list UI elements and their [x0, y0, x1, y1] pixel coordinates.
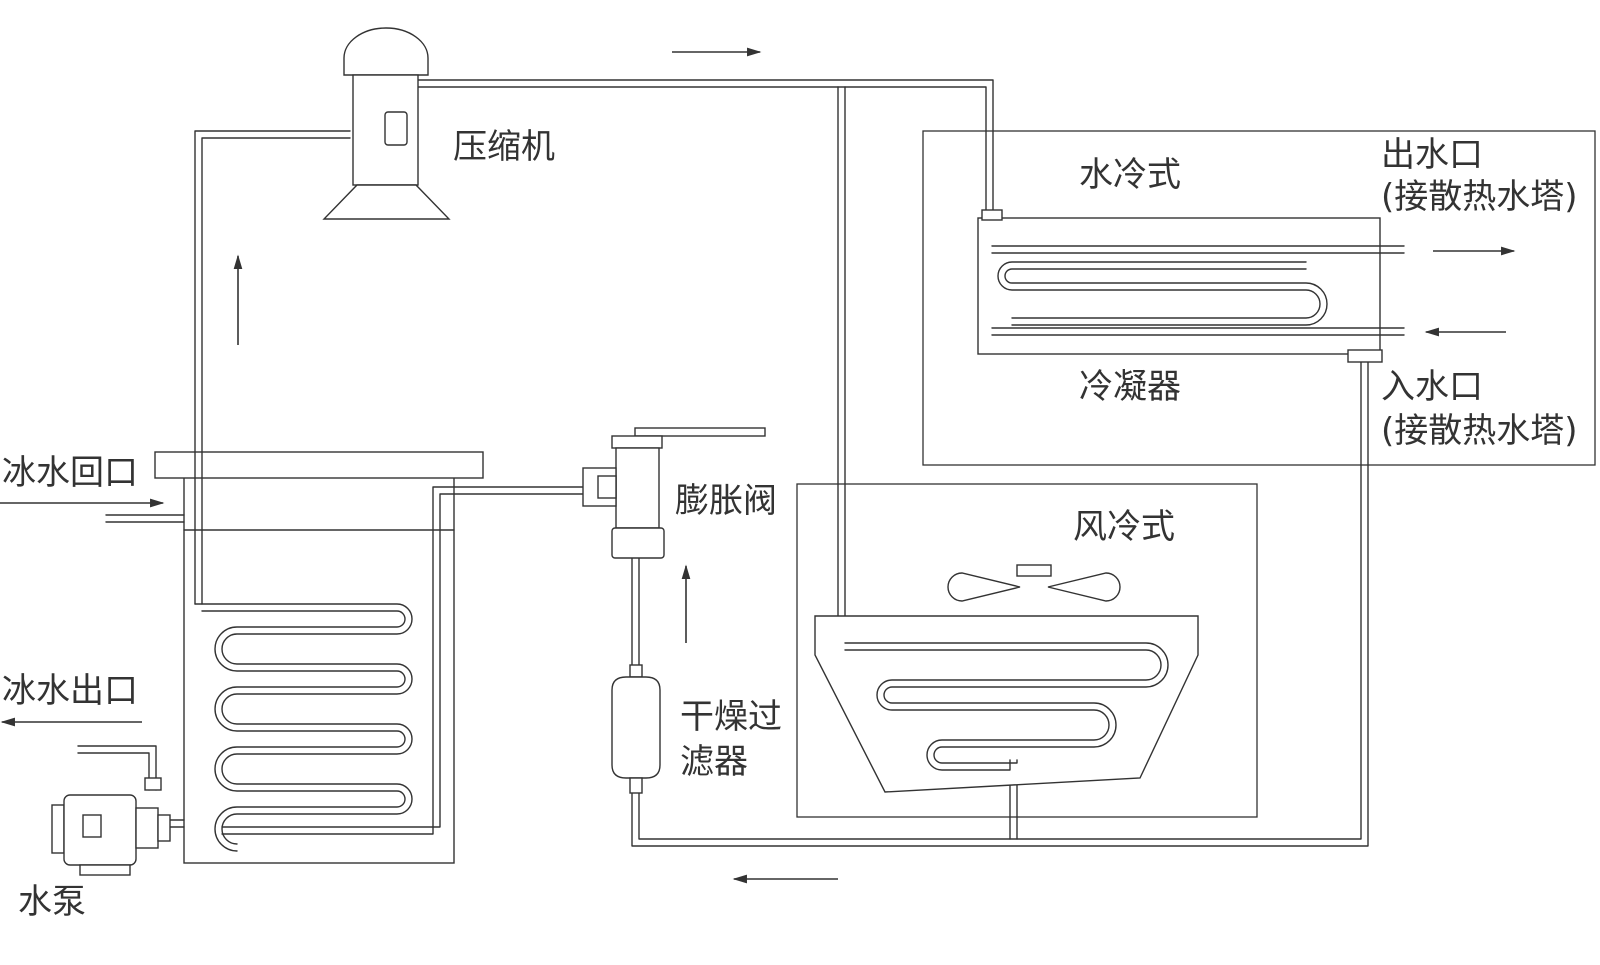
label-dryer-filter-line2: 滤器 — [680, 742, 748, 782]
label-water-inlet: 入水口 — [1381, 367, 1483, 407]
air-cooled-condenser — [814, 615, 1199, 793]
labels: 压缩机 水冷式 出水口 (接散热水塔) 冷凝器 入水口 (接散热水塔) 冰水回口… — [2, 127, 1578, 922]
fan-icon — [947, 564, 1121, 602]
water-pump-icon — [51, 777, 171, 876]
air-cooled-section-box — [796, 483, 1258, 818]
expansion-valve-icon — [582, 427, 766, 559]
label-ice-water-outlet: 冰水出口 — [2, 671, 138, 711]
label-condenser: 冷凝器 — [1079, 367, 1181, 407]
label-air-cooled: 风冷式 — [1073, 507, 1175, 547]
water-cooled-section-box — [922, 130, 1596, 466]
label-dryer-filter-line1: 干燥过 — [680, 697, 782, 737]
evaporator-coil — [194, 603, 413, 852]
label-ice-water-return: 冰水回口 — [2, 453, 138, 493]
water-cooled-condenser — [977, 209, 1405, 363]
label-water-cooled: 水冷式 — [1079, 155, 1181, 195]
label-water-pump: 水泵 — [18, 882, 86, 922]
label-compressor: 压缩机 — [453, 127, 555, 167]
flow-arrows — [0, 47, 1516, 884]
label-water-outlet: 出水口 — [1381, 135, 1483, 175]
dryer-filter-icon — [611, 664, 661, 794]
chilled-water-tank — [154, 451, 484, 864]
compressor-icon — [322, 27, 451, 220]
label-water-outlet-note: (接散热水塔) — [1381, 177, 1578, 217]
label-expansion-valve: 膨胀阀 — [675, 481, 777, 521]
label-water-inlet-note: (接散热水塔) — [1381, 411, 1578, 451]
